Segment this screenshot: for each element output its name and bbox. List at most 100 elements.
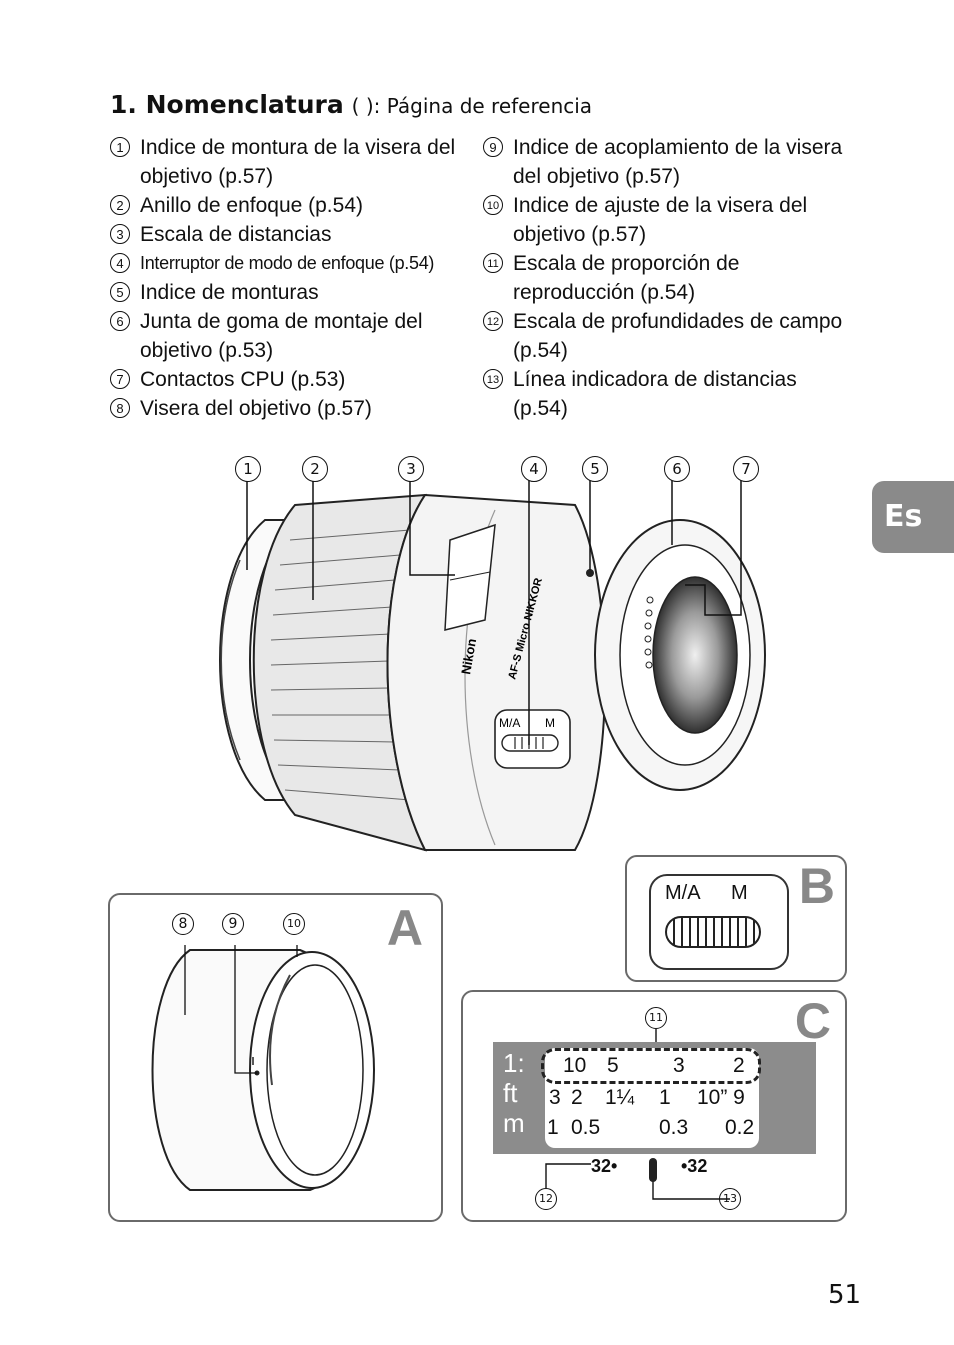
lens-diagram: Nikon AF-S Micro NIKKOR M/A M <box>219 478 766 852</box>
legend-number: 1 <box>110 137 130 157</box>
legend-number: 4 <box>110 253 130 273</box>
callout-6: 6 <box>664 456 690 482</box>
ratio-label: 1: <box>503 1048 525 1078</box>
legend-text-line: Junta de goma de montaje del <box>140 310 423 333</box>
callout-10: 10 <box>283 913 305 935</box>
callout-1: 1 <box>235 456 261 482</box>
distance-scale-window <box>444 523 496 631</box>
legend-number: 13 <box>483 369 503 389</box>
legend-item-3: 3 Escala de distancias <box>110 220 480 249</box>
legend-right-column: 9 Indice de acoplamiento de la visera del … <box>483 133 853 423</box>
legend-text-line: Indice de montura de la visera del <box>140 136 456 159</box>
callout-8: 8 <box>172 913 194 935</box>
switch-m-label: M <box>545 716 555 730</box>
panel-a-letter: A <box>386 900 423 956</box>
legend-text-line: Escala de proporción de <box>513 252 740 275</box>
legend-number: 2 <box>110 195 130 215</box>
page-number: 51 <box>828 1280 862 1310</box>
scale-value: 1 <box>547 1116 559 1139</box>
lens-brand-label: Nikon <box>458 637 479 675</box>
legend-item-2: 2 Anillo de enfoque (p.54) <box>110 191 480 220</box>
page-title: 1. Nomenclatura ( ): Página de referenci… <box>110 90 592 119</box>
reference-note: ( ): Página de referencia <box>351 94 593 118</box>
legend-text-line: Escala de profundidades de campo <box>513 310 843 333</box>
legend-number: 5 <box>110 282 130 302</box>
legend-text-line: objetivo (p.57) <box>140 165 274 188</box>
section-title: 1. Nomenclatura <box>110 90 344 119</box>
lens-mount <box>586 519 766 791</box>
panel-b-switch: B M/A M <box>625 855 847 982</box>
scale-value: 1¼ <box>605 1086 635 1109</box>
callout-11: 11 <box>645 1007 667 1029</box>
switch-ma-label: M/A <box>499 716 520 730</box>
legend-text-line: (p.54) <box>513 339 568 362</box>
scale-value: 1 <box>659 1086 671 1109</box>
scale-leaders <box>545 1029 730 1200</box>
mount-index-dot <box>586 569 594 577</box>
legend-number: 3 <box>110 224 130 244</box>
legend-text-line: Interruptor de modo de enfoque (p.54) <box>140 253 435 273</box>
legend-number: 10 <box>483 195 503 215</box>
callout-12: 12 <box>535 1188 557 1210</box>
switch-slider <box>665 916 761 948</box>
legend-number: 11 <box>483 253 503 273</box>
legend-text-line: objetivo (p.57) <box>513 223 647 246</box>
legend-text-line: Indice de ajuste de la visera del <box>513 194 808 217</box>
callout-9: 9 <box>222 913 244 935</box>
legend-left-column: 1 Indice de montura de la visera del objet… <box>110 133 480 423</box>
m-row: 1 0.5 0.3 0.2 <box>547 1116 757 1144</box>
legend-number: 9 <box>483 137 503 157</box>
legend-item-1: 1 Indice de montura de la visera del objet… <box>110 133 480 191</box>
scale-value: 0.2 <box>725 1116 755 1139</box>
scale-value: 0.3 <box>659 1116 689 1139</box>
legend-text-line: Indice de monturas <box>140 281 319 304</box>
scale-value: 5 <box>607 1054 619 1077</box>
callout-3: 3 <box>398 456 424 482</box>
scale-value: 10” 9 <box>697 1086 745 1109</box>
legend-text-line: Escala de distancias <box>140 223 332 246</box>
legend-text-line: Indice de acoplamiento de la visera <box>513 136 843 159</box>
legend-item-4: 4 Interruptor de modo de enfoque (p.54) <box>110 249 480 278</box>
panel-b-m-label: M <box>731 882 748 904</box>
dof-left-label: 32• <box>591 1156 618 1176</box>
switch-plate: M/A M <box>649 874 789 970</box>
m-label: m <box>503 1108 525 1138</box>
legend-text-line: reproducción (p.54) <box>513 281 696 304</box>
dof-right-label: •32 <box>681 1156 708 1176</box>
panel-a-hood: A 8 9 10 <box>108 893 443 1222</box>
scale-value: 0.5 <box>571 1116 601 1139</box>
legend-text-line: Visera del objetivo (p.57) <box>140 397 372 420</box>
lens-barrel <box>386 493 606 851</box>
scale-value: 3 <box>673 1054 685 1077</box>
legend-number: 12 <box>483 311 503 331</box>
panel-c-letter: C <box>794 993 831 1049</box>
scale-value: 2 <box>733 1054 745 1077</box>
callout-5: 5 <box>582 456 608 482</box>
panel-b-ma-label: M/A <box>665 882 701 904</box>
leader-lines <box>246 478 742 745</box>
scale-value: 3 <box>549 1086 561 1109</box>
legend-text-line: Contactos CPU (p.53) <box>140 368 346 391</box>
legend-item-12: 12 Escala de profundidades de campo (p.54) <box>483 307 853 365</box>
legend-item-5: 5 Indice de monturas <box>110 278 480 307</box>
callout-7: 7 <box>733 456 759 482</box>
ft-label: ft <box>503 1078 518 1108</box>
legend-item-10: 10 Indice de ajuste de la visera del objet… <box>483 191 853 249</box>
callout-2: 2 <box>302 456 328 482</box>
legend-text-line: Anillo de enfoque (p.54) <box>140 194 363 217</box>
language-tab: Es <box>872 481 954 553</box>
scale-value: 2 <box>571 1086 583 1109</box>
lens-hood-drawing <box>151 945 375 1191</box>
legend-text-line: del objetivo (p.57) <box>513 165 680 188</box>
ratio-row: 10 5 3 2 <box>555 1054 755 1082</box>
scale-value: 10 <box>563 1054 587 1077</box>
ratio-highlight <box>541 1048 761 1084</box>
legend-text-line: (p.54) <box>513 397 568 420</box>
